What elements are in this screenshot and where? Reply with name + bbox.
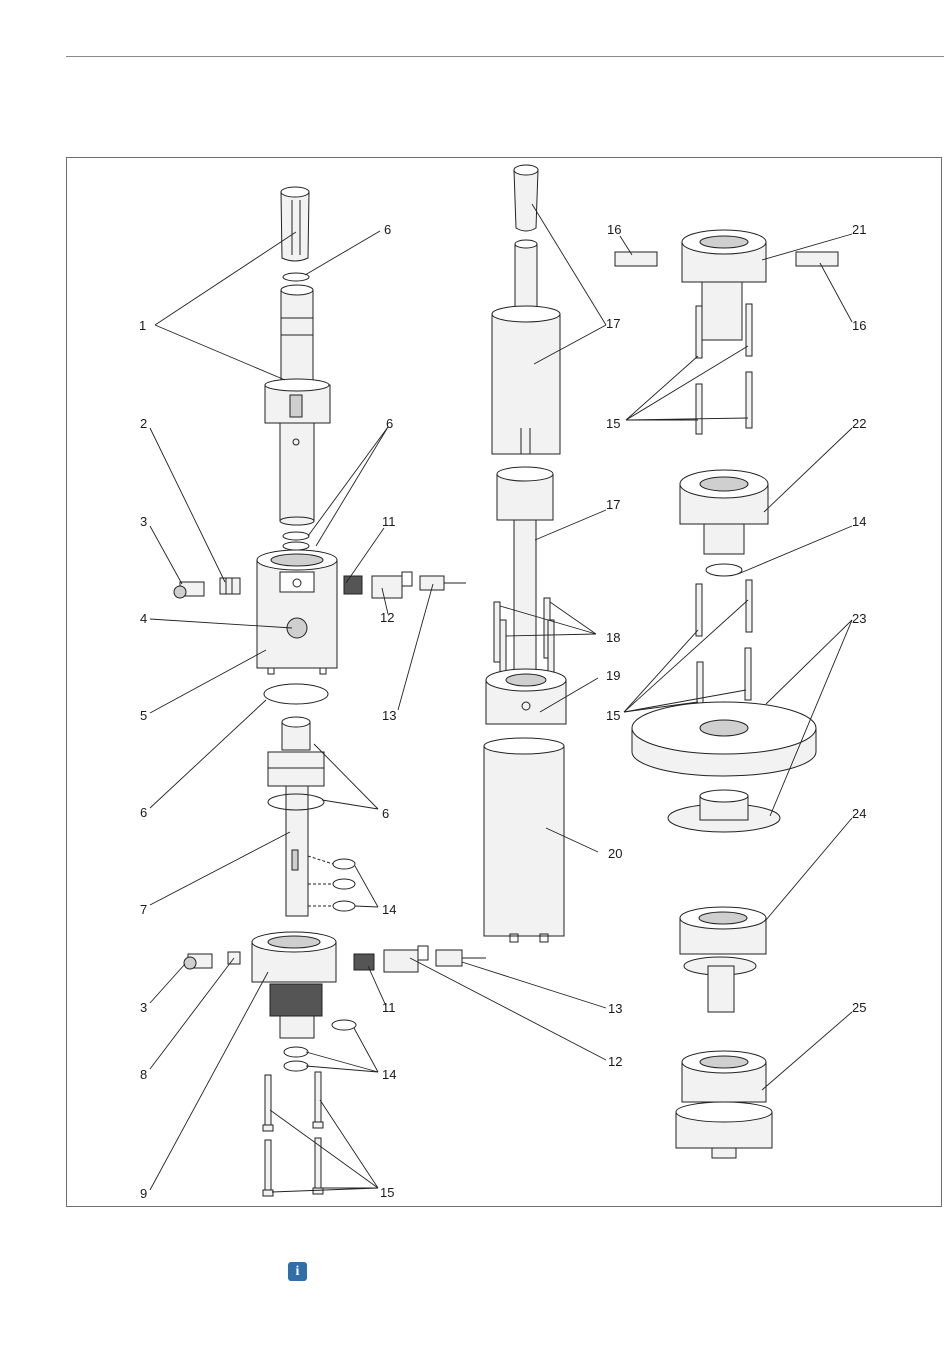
callout-21: 21	[852, 222, 866, 237]
part-1-shaft	[265, 285, 330, 525]
callout-6: 6	[386, 416, 393, 431]
part-16-fitting-left	[615, 252, 657, 266]
part-24-adapter	[680, 907, 766, 1012]
callout-3: 3	[140, 1000, 147, 1015]
callout-14: 14	[382, 1067, 396, 1082]
callout-7: 7	[140, 902, 147, 917]
callout-18: 18	[606, 630, 620, 645]
part-12-valve-lower	[384, 946, 428, 972]
part-19-clamp	[486, 669, 566, 724]
part-17-cap	[514, 165, 538, 231]
callout-15: 15	[380, 1185, 394, 1200]
callout-16: 16	[607, 222, 621, 237]
part-13-connector-lower	[436, 950, 486, 966]
part-3-elbow-fitting-lower	[184, 954, 212, 969]
callout-17: 17	[606, 316, 620, 331]
callout-13: 13	[608, 1001, 622, 1016]
part-3-elbow-fitting	[174, 582, 204, 598]
part-15-screws-left	[263, 1072, 323, 1196]
part-1-cap	[281, 187, 309, 261]
info-icon: i	[288, 1262, 307, 1281]
callout-4: 4	[140, 611, 147, 626]
callout-8: 8	[140, 1067, 147, 1082]
callout-15: 15	[606, 416, 620, 431]
part-14-oring-right	[706, 564, 742, 576]
part-21-adapter	[682, 230, 766, 340]
callout-2: 2	[140, 416, 147, 431]
callout-11: 11	[382, 1000, 396, 1015]
part-6-oring-large	[264, 684, 328, 704]
callout-22: 22	[852, 416, 866, 431]
part-12-valve	[372, 572, 412, 598]
callout-13: 13	[382, 708, 396, 723]
part-6-oring-mid-b	[283, 542, 309, 550]
part-6-oring-mid-a	[283, 532, 309, 540]
callout-14: 14	[382, 902, 396, 917]
callout-12: 12	[380, 610, 394, 625]
part-11-nut-lower	[354, 954, 374, 970]
callout-1: 1	[139, 318, 146, 333]
callout-17: 17	[606, 497, 620, 512]
callout-24: 24	[852, 806, 866, 821]
callout-9: 9	[140, 1186, 147, 1201]
callout-23: 23	[852, 611, 866, 626]
part-13-connector	[420, 576, 466, 590]
callout-19: 19	[606, 668, 620, 683]
callout-25: 25	[852, 1000, 866, 1015]
callout-12: 12	[608, 1054, 622, 1069]
part-23-disc	[668, 790, 780, 832]
part-15-screws-lower	[696, 580, 752, 712]
callout-11: 11	[382, 514, 396, 529]
part-5-housing	[257, 550, 337, 674]
part-14-orings-left	[308, 856, 355, 911]
part-23-flange	[632, 702, 816, 776]
part-7-insert	[268, 717, 324, 916]
part-25-adapter	[676, 1051, 772, 1158]
callout-6: 6	[140, 805, 147, 820]
part-20-cylinder	[484, 738, 564, 942]
part-9-base	[252, 932, 336, 1038]
callout-20: 20	[608, 846, 622, 861]
callout-3: 3	[140, 514, 147, 529]
part-17-shaft	[492, 240, 560, 454]
part-11-nut	[344, 576, 362, 594]
callout-6: 6	[382, 806, 389, 821]
callout-5: 5	[140, 708, 147, 723]
callout-14: 14	[852, 514, 866, 529]
part-16-fitting-right	[796, 252, 838, 266]
callout-15: 15	[606, 708, 620, 723]
part-22-adapter	[680, 470, 768, 554]
info-glyph: i	[296, 1265, 300, 1279]
callout-16: 16	[852, 318, 866, 333]
part-6-oring-top	[283, 273, 309, 281]
part-2-fitting	[220, 578, 240, 594]
callout-6: 6	[384, 222, 391, 237]
